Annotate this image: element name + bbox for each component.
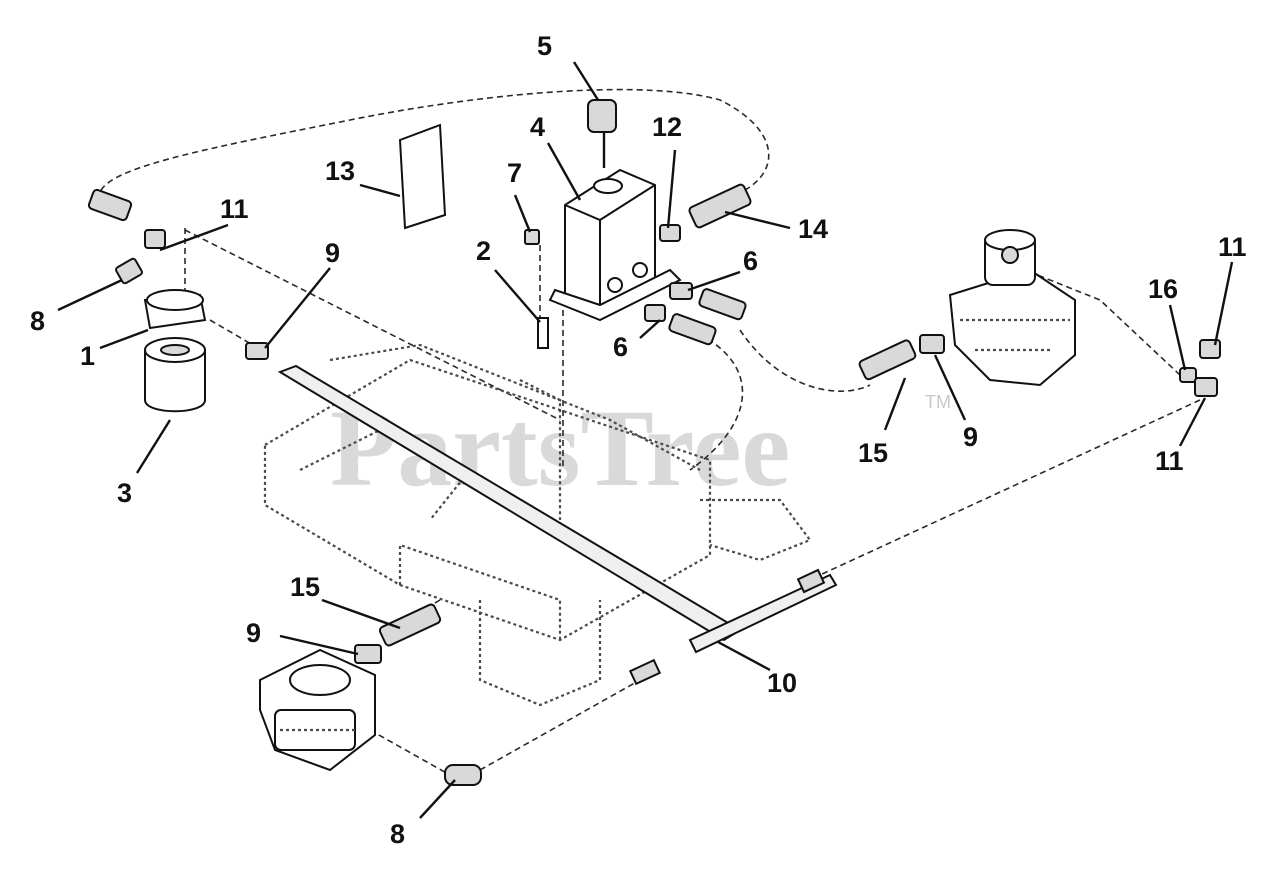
fitting-6-upper bbox=[669, 282, 693, 300]
hydraulic-reservoir bbox=[548, 168, 682, 322]
fitting-11-lower-right bbox=[1194, 377, 1218, 397]
callout-14: 14 bbox=[798, 214, 828, 244]
callout-5: 5 bbox=[537, 31, 552, 61]
fitting-11-left bbox=[144, 229, 166, 249]
reservoir-cap bbox=[587, 99, 617, 168]
reservoir-bracket bbox=[548, 268, 682, 322]
hose-15-right bbox=[858, 339, 917, 381]
hose-15-left bbox=[378, 603, 442, 647]
hose-upper-right-b bbox=[668, 313, 717, 346]
tube-fitting-lower bbox=[628, 658, 662, 686]
tube-fitting-right bbox=[796, 568, 826, 594]
fitting-12 bbox=[659, 224, 681, 242]
callout-15-left: 15 bbox=[290, 572, 320, 602]
cross-tube bbox=[277, 364, 838, 686]
callout-2: 2 bbox=[476, 236, 491, 266]
watermark-trademark: TM bbox=[925, 392, 951, 412]
callout-6-upper: 6 bbox=[743, 246, 758, 276]
callout-7: 7 bbox=[507, 158, 522, 188]
hose-end-upper-left bbox=[87, 188, 133, 222]
callout-9-right: 9 bbox=[963, 422, 978, 452]
fitting-9-left bbox=[245, 342, 269, 360]
filter-assembly bbox=[143, 289, 207, 413]
callout-9-lower: 9 bbox=[246, 618, 261, 648]
callout-1: 1 bbox=[80, 341, 95, 371]
hose-upper-right-a bbox=[698, 288, 747, 321]
leader-lines bbox=[57, 61, 1234, 819]
decal bbox=[398, 123, 447, 230]
callout-4: 4 bbox=[530, 112, 545, 142]
callout-6-lower: 6 bbox=[613, 332, 628, 362]
callout-15-right: 15 bbox=[858, 438, 888, 468]
fitting-9-right bbox=[919, 334, 945, 354]
callout-10: 10 bbox=[767, 668, 797, 698]
callout-8-lower: 8 bbox=[390, 819, 405, 849]
callout-12: 12 bbox=[652, 112, 682, 142]
pump-lower-left bbox=[259, 648, 376, 772]
fitting-9-lower bbox=[354, 644, 382, 664]
callout-3: 3 bbox=[117, 478, 132, 508]
fitting-8-upper bbox=[115, 257, 143, 285]
callout-8-upper: 8 bbox=[30, 306, 45, 336]
callout-11-lower-right: 11 bbox=[1155, 446, 1184, 476]
callouts: 5 4 12 13 7 11 14 2 9 6 11 16 8 6 1 9 15… bbox=[30, 31, 1247, 849]
pump-right bbox=[948, 229, 1076, 387]
callout-11-upper-right: 11 bbox=[1218, 232, 1247, 262]
callout-9-left: 9 bbox=[325, 238, 340, 268]
fitting-6-lower bbox=[644, 304, 666, 322]
callout-13: 13 bbox=[325, 156, 355, 186]
callout-11-left: 11 bbox=[220, 194, 249, 224]
elbow-8-lower bbox=[444, 764, 482, 786]
oil-filter bbox=[144, 349, 206, 413]
bolt-7 bbox=[524, 229, 540, 245]
callout-16: 16 bbox=[1148, 274, 1178, 304]
screw-2 bbox=[537, 317, 549, 349]
fitting-16 bbox=[1179, 367, 1197, 383]
fittings bbox=[87, 183, 1221, 786]
fitting-11-upper-right bbox=[1199, 339, 1221, 359]
hose-14 bbox=[688, 183, 752, 229]
